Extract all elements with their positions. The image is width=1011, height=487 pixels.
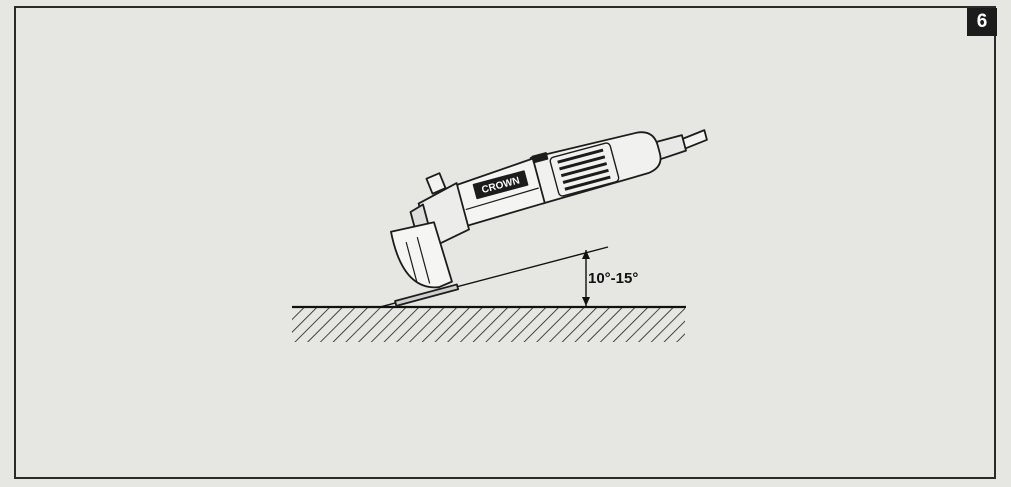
surface-hatching [292,308,685,342]
page-frame [14,6,996,479]
guard-rib [416,236,431,284]
power-switch [531,152,549,164]
guard-rib [405,241,418,283]
angle-arrow-top [582,250,590,259]
side-handle [425,172,447,195]
page-number-badge: 6 [967,8,997,36]
housing-seam [465,187,539,211]
vent-slots [557,148,611,191]
angle-grinder: CROWN [390,129,708,307]
work-surface [292,305,686,342]
grinding-disc [394,283,460,307]
vent-panel [549,142,620,197]
brand-plate [472,170,529,200]
angle-label: 10°-15° [588,270,639,287]
angle-arrow-bottom [582,297,590,306]
